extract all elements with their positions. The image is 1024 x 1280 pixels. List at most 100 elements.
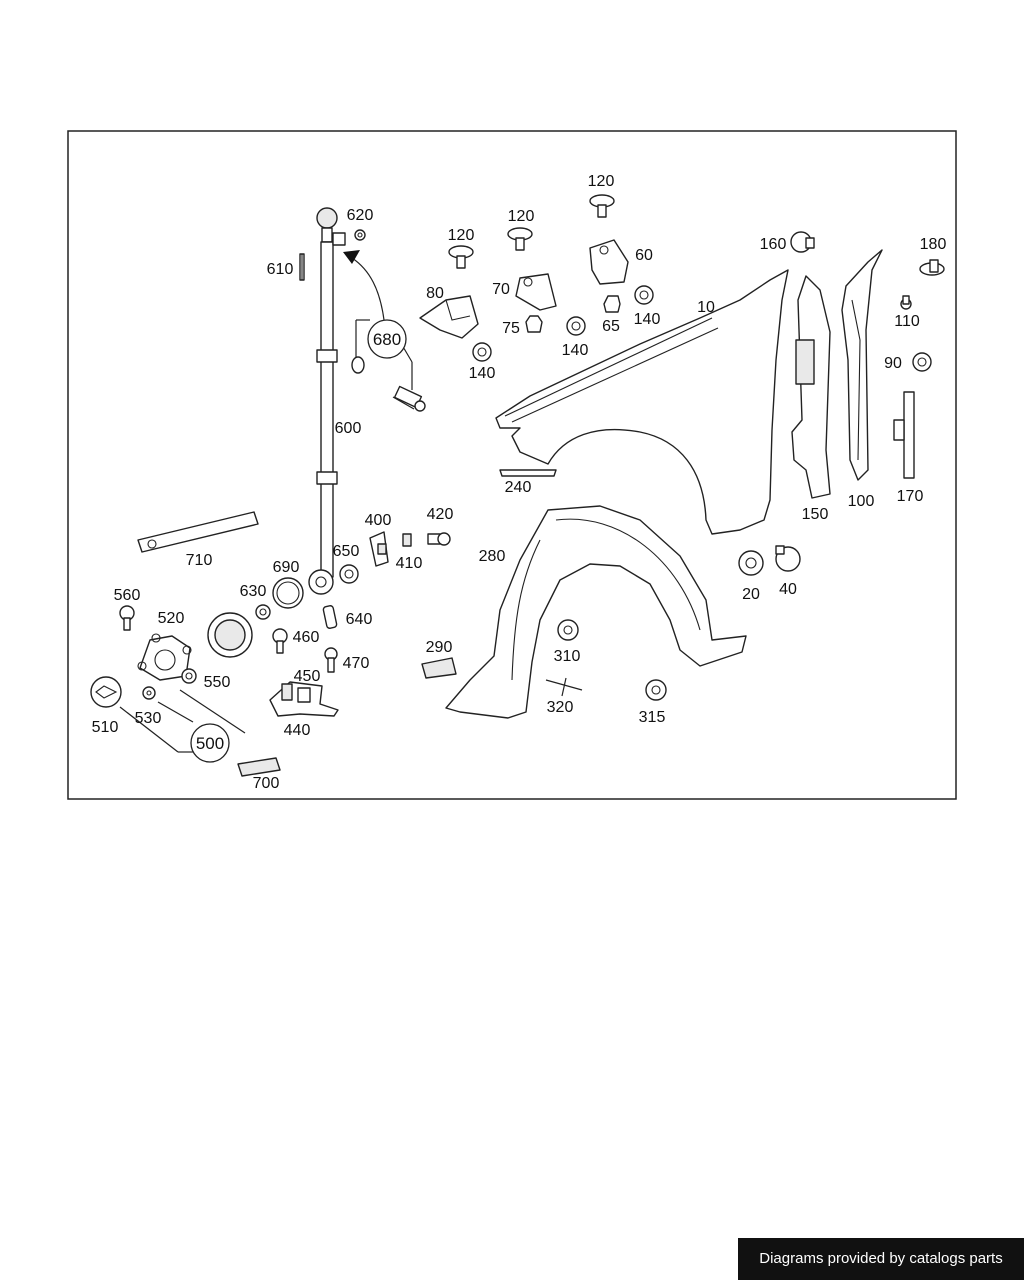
part-nut-75 [525, 315, 543, 333]
part-rod-600 [308, 207, 346, 595]
part-clip-180 [919, 259, 945, 276]
label-140b: 140 [562, 342, 589, 359]
label-320: 320 [547, 699, 574, 716]
part-set-680 [351, 319, 426, 412]
part-nut-315 [645, 679, 667, 701]
label-140a: 140 [469, 365, 496, 382]
label-560: 560 [114, 587, 141, 604]
part-bolt-470 [324, 647, 338, 673]
label-100: 100 [848, 493, 875, 510]
part-bolt-120b [507, 227, 533, 251]
credit-banner: Diagrams provided by catalogs parts [738, 1238, 1024, 1280]
label-710: 710 [186, 552, 213, 569]
part-pin-640 [322, 605, 338, 629]
part-fender-10 [495, 269, 789, 535]
part-cap-510 [90, 676, 122, 708]
part-pad-700 [237, 757, 281, 777]
label-170: 170 [897, 488, 924, 505]
label-120c: 120 [588, 173, 615, 190]
part-washer-530 [142, 686, 156, 700]
part-bracket-80 [419, 295, 479, 339]
label-315: 315 [639, 709, 666, 726]
part-nut-620 [354, 229, 366, 241]
part-clip-160 [790, 231, 815, 253]
label-440: 440 [284, 722, 311, 739]
label-40: 40 [779, 581, 797, 598]
part-clip-610 [299, 253, 305, 281]
part-washer-630 [255, 604, 271, 620]
part-nut-20 [738, 550, 764, 576]
label-70: 70 [492, 281, 510, 298]
part-clip-410 [402, 533, 412, 547]
label-690: 690 [273, 559, 300, 576]
label-550: 550 [204, 674, 231, 691]
label-65: 65 [602, 318, 620, 335]
part-bracket-400 [369, 531, 389, 567]
label-520: 520 [158, 610, 185, 627]
label-20: 20 [742, 586, 760, 603]
part-liner-280 [445, 505, 747, 719]
part-bracket-60 [589, 239, 629, 285]
callout-680: 680 [367, 319, 407, 359]
part-clip-450 [281, 683, 311, 703]
part-nut-550 [181, 668, 197, 684]
label-120b: 120 [508, 208, 535, 225]
label-290: 290 [426, 639, 453, 656]
label-110: 110 [894, 313, 920, 330]
part-trim-150 [791, 275, 831, 499]
part-nut-140c [634, 285, 654, 305]
label-240: 240 [505, 479, 532, 496]
label-630: 630 [240, 583, 267, 600]
label-640: 640 [346, 611, 373, 628]
part-bolt-420 [427, 532, 451, 546]
part-strip-240 [499, 469, 557, 477]
label-60: 60 [635, 247, 653, 264]
label-600: 600 [335, 420, 362, 437]
label-620: 620 [347, 207, 374, 224]
label-410: 410 [396, 555, 423, 572]
label-150: 150 [802, 506, 829, 523]
label-310: 310 [554, 648, 581, 665]
part-bolt-460 [272, 628, 288, 654]
label-460: 460 [293, 629, 320, 646]
part-rivet-320 [545, 677, 583, 697]
part-nut-65 [603, 295, 621, 313]
part-nut-140b [566, 316, 586, 336]
part-clip-110 [900, 295, 912, 310]
label-450: 450 [294, 668, 321, 685]
label-90: 90 [884, 355, 902, 372]
part-nut-310 [557, 619, 579, 641]
label-140c: 140 [634, 311, 661, 328]
callout-500: 500 [190, 723, 230, 763]
part-clip-90 [912, 352, 932, 372]
part-bolt-120a [448, 245, 474, 269]
part-washer-650 [339, 564, 359, 584]
part-clip-290 [421, 657, 457, 679]
label-420: 420 [427, 506, 454, 523]
arrow-680 [343, 250, 385, 321]
label-530: 530 [135, 710, 162, 727]
label-400: 400 [365, 512, 392, 529]
part-ring-seal [207, 612, 253, 658]
label-510: 510 [92, 719, 119, 736]
label-650: 650 [333, 543, 360, 560]
part-panel-100 [841, 249, 883, 481]
label-120a: 120 [448, 227, 475, 244]
label-160: 160 [760, 236, 787, 253]
part-clip-40 [775, 545, 801, 572]
labels: 10 20 40 60 65 70 75 80 90 100 110 120 1… [92, 173, 947, 792]
part-nut-140a [472, 342, 492, 362]
label-180: 180 [920, 236, 947, 253]
part-ring-690 [272, 577, 304, 609]
label-610: 610 [267, 261, 294, 278]
label-10: 10 [697, 299, 715, 316]
label-700: 700 [253, 775, 280, 792]
label-680: 680 [373, 330, 401, 349]
part-bracket-70 [515, 273, 557, 311]
leader-500 [119, 689, 246, 753]
part-bolt-120c [589, 194, 615, 218]
part-bolt-560 [119, 605, 135, 631]
label-500: 500 [196, 734, 224, 753]
label-280: 280 [479, 548, 506, 565]
